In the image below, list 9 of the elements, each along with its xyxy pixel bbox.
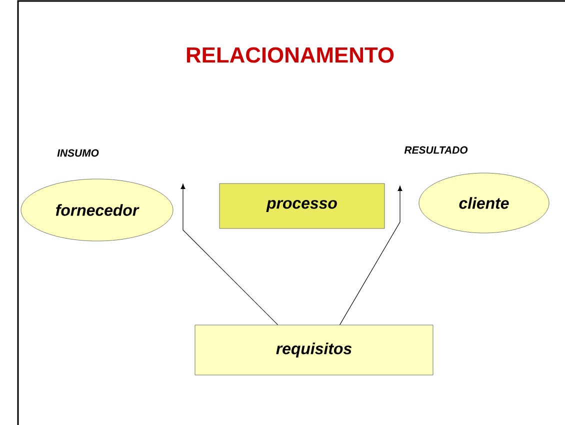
arrow [180,184,278,326]
ellipse-node: fornecedor [20,178,174,242]
title: RELACIONAMENTO [186,47,394,63]
side-label: RESULTADO [404,146,468,154]
arrow [340,186,402,326]
process-box: requisitos [194,324,434,376]
ellipse-node: cliente [418,172,550,234]
side-label: INSUMO [57,149,99,157]
process-box: processo [219,183,385,229]
